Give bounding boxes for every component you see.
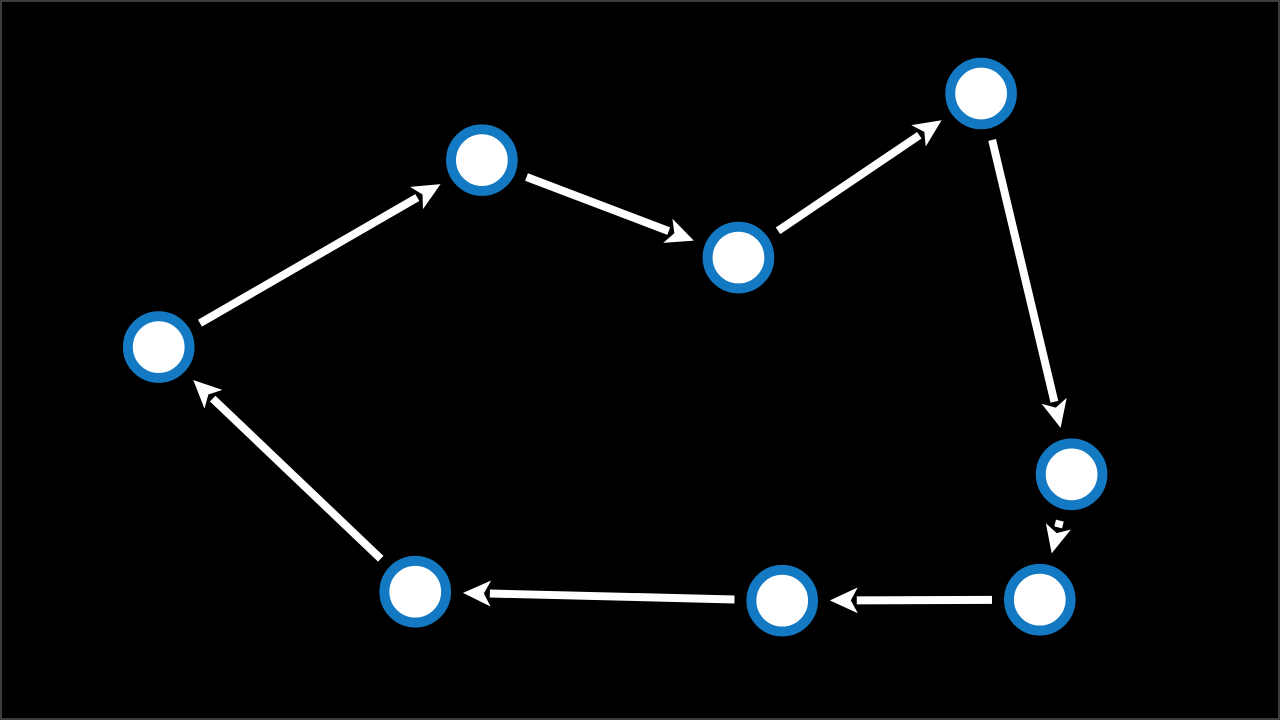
graph-node-n4 (945, 57, 1017, 130)
graph-node-n8 (379, 555, 452, 628)
graph-node-n1 (122, 311, 195, 383)
graph-node-n7 (746, 564, 819, 637)
graph-node-n3 (702, 221, 775, 294)
graph-edge-n4-n5 (988, 139, 1067, 428)
graph-edges (193, 120, 1071, 614)
graph-edge-n5-n6 (1045, 519, 1071, 554)
graph-nodes (122, 57, 1108, 637)
graph-node-n2 (446, 124, 518, 196)
graph-edge-n2-n3 (525, 173, 694, 243)
graph-node-n5 (1035, 438, 1108, 511)
graph-edge-n8-n1 (193, 380, 384, 562)
graph-edge-n3-n4 (775, 120, 942, 235)
graph-edge-n1-n2 (197, 184, 441, 327)
graph-node-n6 (1003, 563, 1076, 636)
graph-edge-n7-n8 (462, 580, 735, 607)
